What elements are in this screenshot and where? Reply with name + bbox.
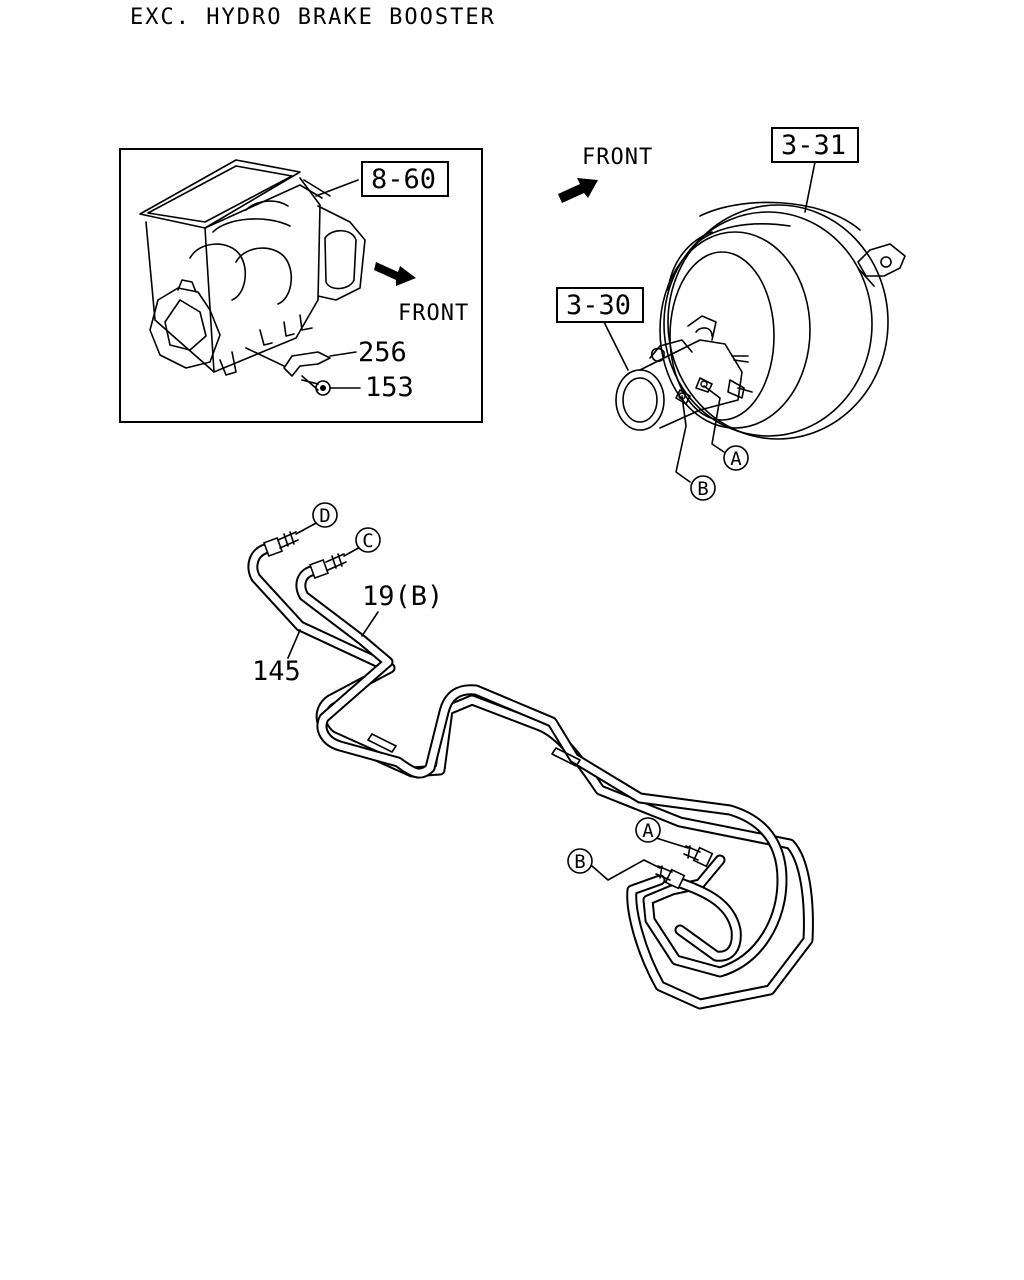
- bracket-part-drawing: [245, 347, 331, 377]
- inset-frame: [119, 148, 483, 423]
- booster-ref-box: [771, 127, 859, 163]
- end-b-leader: [591, 859, 661, 881]
- port-a-letter: A: [730, 448, 742, 470]
- inset-ref-box: [361, 161, 449, 197]
- bolt-part-drawing: [301, 375, 331, 396]
- end-c-letter: C: [362, 530, 373, 552]
- end-d-leader: [295, 521, 319, 535]
- bracket-part-number: 256: [358, 337, 407, 368]
- port-b-letter: B: [697, 478, 708, 500]
- end-d-letter: D: [319, 505, 330, 527]
- pipe-145-label: 145: [252, 656, 301, 687]
- port-a-callout: A: [723, 445, 749, 471]
- flare-nut-d: [263, 531, 299, 557]
- booster-drawing: [615, 201, 906, 440]
- pipe-19-leader: [361, 611, 379, 637]
- page-title: EXC. HYDRO BRAKE BOOSTER: [130, 5, 496, 30]
- flare-nut-a: [683, 845, 714, 868]
- master-cylinder-ref-leader: [603, 321, 629, 371]
- booster-ref-label: 3-31: [781, 130, 846, 161]
- bolt-part-number: 153: [365, 372, 414, 403]
- inset-front-label: FRONT: [398, 301, 469, 326]
- pipe-19-label: 19(B): [362, 581, 443, 612]
- port-a-leader: [703, 385, 725, 453]
- inset-ref-label: 8-60: [371, 164, 436, 195]
- end-a-callout: A: [635, 817, 661, 843]
- brake-pipes: D C A B 19(B) 145: [247, 502, 814, 1010]
- booster-front-label: FRONT: [582, 145, 653, 170]
- inset-front-arrow: [374, 262, 416, 286]
- pipe-clips: [367, 733, 581, 767]
- port-b-callout: B: [690, 475, 716, 501]
- end-a-leader: [655, 837, 689, 849]
- booster-front-arrow: [558, 178, 598, 203]
- end-b-letter: B: [574, 851, 585, 873]
- bracket-leader: [329, 351, 357, 357]
- hvac-unit-drawing: [139, 159, 366, 376]
- flare-nut-b: [655, 865, 686, 890]
- end-b-callout: B: [567, 848, 593, 874]
- end-d-callout: D: [312, 502, 338, 528]
- pipe-145-leader: [287, 629, 301, 659]
- pipe-19-fill: [297, 566, 786, 976]
- flare-nut-c: [309, 553, 347, 579]
- port-b-leader: [675, 395, 691, 483]
- end-c-callout: C: [355, 527, 381, 553]
- inset-panel: 8-60 FRONT 256 153: [119, 148, 483, 423]
- booster-ref-leader: [804, 161, 816, 213]
- pipe-19-outline: [295, 564, 788, 978]
- end-a-letter: A: [642, 820, 654, 842]
- master-cylinder-ref-label: 3-30: [566, 290, 631, 321]
- master-cylinder-ref-box: [556, 287, 644, 323]
- booster-assembly: FRONT 3-31: [556, 127, 906, 501]
